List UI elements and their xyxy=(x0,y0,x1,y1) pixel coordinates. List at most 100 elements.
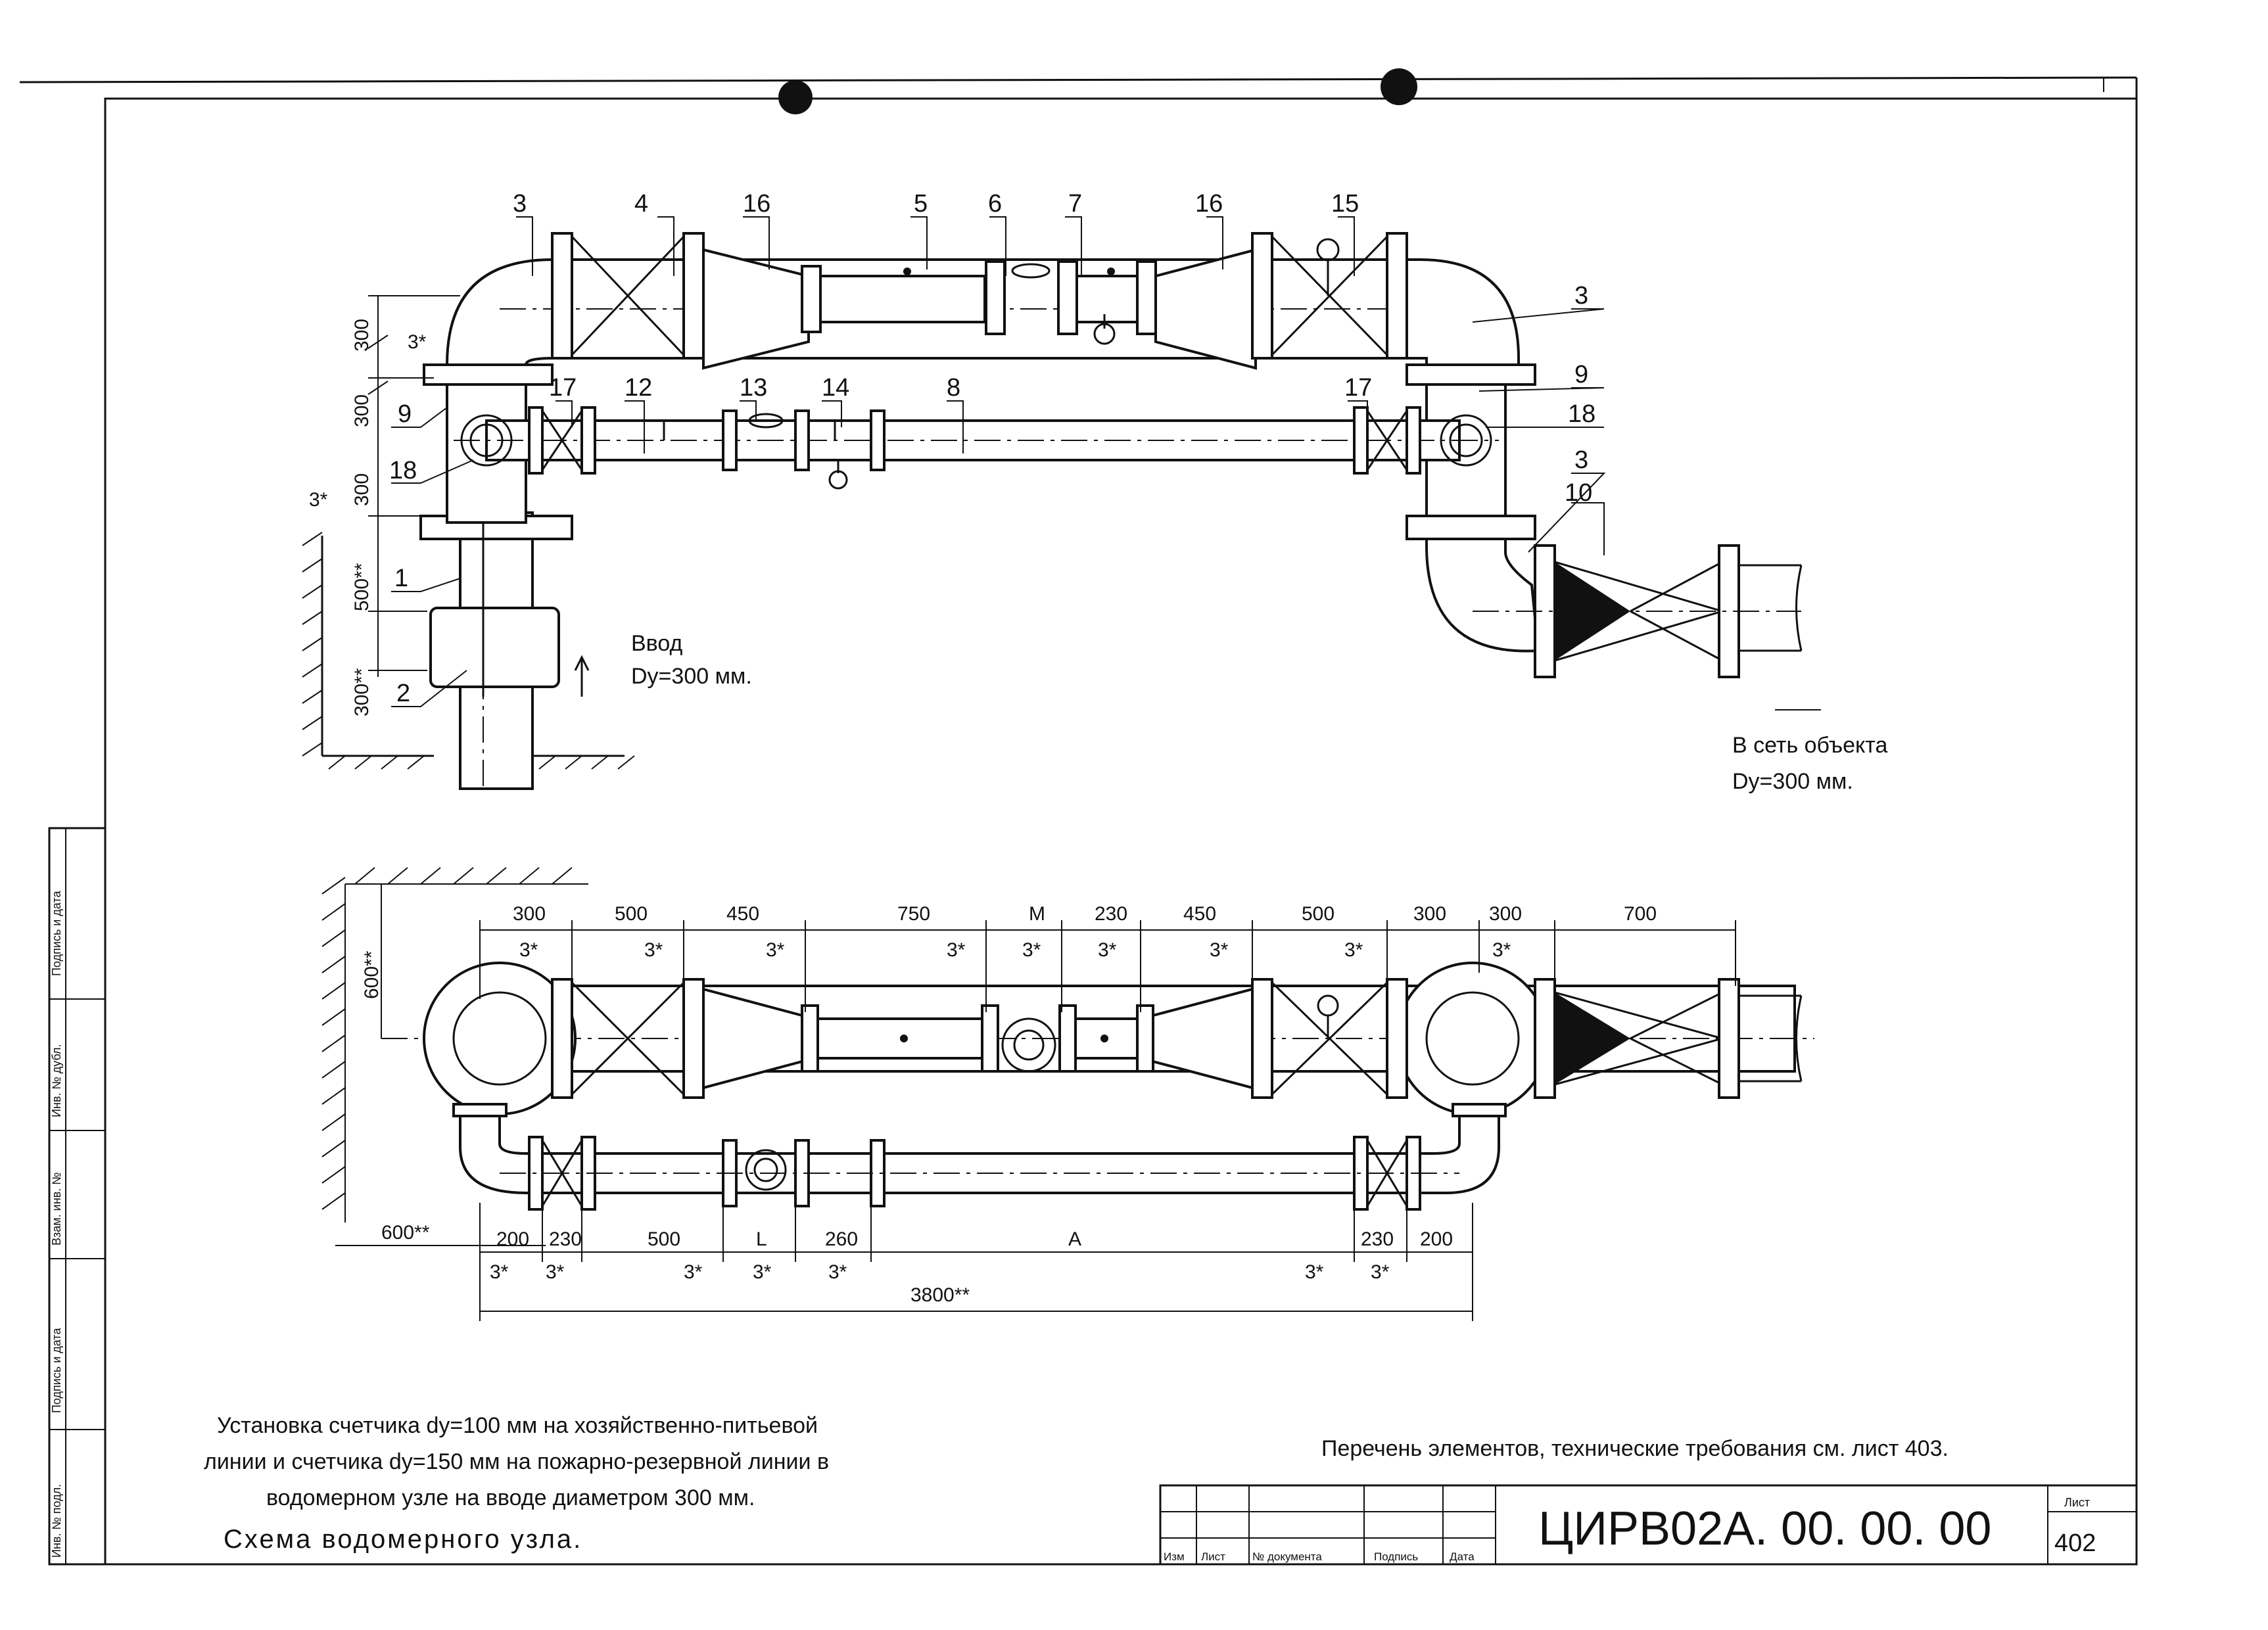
description-block: Установка счетчика dy=100 мм на хозяйств… xyxy=(204,1413,1949,1554)
pos-18-left: 18 xyxy=(389,457,417,484)
title-col-date: Дата xyxy=(1450,1550,1475,1563)
plan-view xyxy=(302,216,1821,790)
dim-top-8: 500 xyxy=(1302,903,1335,925)
gate-valve-upper-left xyxy=(551,232,705,360)
sym-top-1: 3* xyxy=(519,939,538,961)
sym-bottom-4: 3* xyxy=(753,1261,772,1283)
dim-top-7: 450 xyxy=(1183,903,1216,925)
dim-bottom-8: 200 xyxy=(1420,1228,1453,1250)
title-col-signature: Подпись xyxy=(1374,1550,1418,1563)
pos-2: 2 xyxy=(396,680,410,707)
sym-top-9: 3* xyxy=(1492,939,1511,961)
dim-bottom-2: 230 xyxy=(549,1228,582,1250)
sym-bottom-5: 3* xyxy=(828,1261,847,1283)
sym-top-2: 3* xyxy=(644,939,663,961)
gate-valve-upper-right xyxy=(1251,232,1408,360)
stamp-replacement-inv: Взам. инв. № xyxy=(50,1172,63,1246)
reference-note: Перечень элементов, технические требован… xyxy=(1321,1436,1949,1461)
dim-bottom-3: 500 xyxy=(648,1228,680,1250)
sym-3-plan-b: 3* xyxy=(309,489,328,511)
description-line-2: линии и счетчика dy=150 мм на пожарно-ре… xyxy=(204,1449,829,1474)
elbow-top-right xyxy=(1406,258,1520,366)
pos-17-left: 17 xyxy=(549,374,577,402)
elevation-riser-right xyxy=(1396,962,1549,1115)
dim-top-3: 450 xyxy=(726,903,759,925)
stamp-inv-original: Инв. № подл. xyxy=(50,1484,63,1558)
sym-top-5: 3* xyxy=(1022,939,1041,961)
pos-5: 5 xyxy=(914,190,928,218)
pos-9-right: 9 xyxy=(1574,361,1588,388)
dim-300-b: 300 xyxy=(351,394,373,427)
dim-bottom-4: L xyxy=(756,1228,767,1250)
pos-17-right: 17 xyxy=(1344,374,1372,402)
pos-15: 15 xyxy=(1331,190,1359,218)
dim-bottom-6: А xyxy=(1068,1228,1081,1250)
elevation-view xyxy=(321,867,1814,1321)
elevation-valve-left xyxy=(551,978,705,1099)
description-line-1: Установка счетчика dy=100 мм на хозяйств… xyxy=(217,1413,818,1438)
sym-top-4: 3* xyxy=(947,939,966,961)
sym-bottom-2: 3* xyxy=(546,1261,565,1283)
dim-top-6: 230 xyxy=(1095,903,1127,925)
dim-side-600: 600** xyxy=(361,950,383,999)
reducer-left xyxy=(702,248,810,370)
dim-top-11: 700 xyxy=(1624,903,1657,925)
dim-300-d: 300** xyxy=(351,668,373,716)
stamp-signature-date-1: Подпись и дата xyxy=(50,1328,63,1413)
dim-top-9: 300 xyxy=(1413,903,1446,925)
elevation-strainer-mesh xyxy=(1555,992,1630,1084)
pos-16-right: 16 xyxy=(1195,190,1223,218)
pos-9-left: 9 xyxy=(398,400,412,428)
dim-top-10: 300 xyxy=(1489,903,1522,925)
stamp-signature-date-2: Подпись и дата xyxy=(50,891,63,976)
pos-3-upper-left: 3 xyxy=(513,190,527,218)
pos-10: 10 xyxy=(1565,479,1592,507)
hole-punch-mark-left xyxy=(778,80,813,114)
drawing-title: Схема водомерного узла. xyxy=(224,1525,582,1554)
document-code: ЦИРВ02А. 00. 00. 00 xyxy=(1538,1502,1991,1555)
pos-3-upper-right: 3 xyxy=(1574,282,1588,310)
sheet-number: 402 xyxy=(2054,1529,2096,1557)
dim-top-2: 500 xyxy=(615,903,648,925)
dim-top-4: 750 xyxy=(897,903,930,925)
elevation-bypass xyxy=(459,1109,1500,1194)
title-block: Изм Лист № документа Подпись Дата ЦИРВ02… xyxy=(1159,1484,2138,1566)
left-upper-flange xyxy=(423,363,554,386)
description-line-3: водомерном узле на вводе диаметром 300 м… xyxy=(266,1485,755,1510)
sym-bottom-3: 3* xyxy=(684,1261,703,1283)
pos-1: 1 xyxy=(394,565,408,592)
title-col-change: Изм xyxy=(1164,1550,1185,1563)
pos-14: 14 xyxy=(822,374,849,402)
pos-8: 8 xyxy=(947,374,960,402)
outlet-diameter: Dy=300 мм. xyxy=(1732,769,1853,794)
dim-bottom-7: 230 xyxy=(1361,1228,1394,1250)
sym-top-8: 3* xyxy=(1344,939,1363,961)
pos-12: 12 xyxy=(625,374,652,402)
pos-3-lower-right: 3 xyxy=(1574,446,1588,474)
dim-bottom-5: 260 xyxy=(825,1228,858,1250)
dim-total-3800: 3800** xyxy=(910,1284,970,1306)
pos-6: 6 xyxy=(988,190,1002,218)
inlet-diameter: Dy=300 мм. xyxy=(631,664,752,689)
sym-top-7: 3* xyxy=(1210,939,1229,961)
pos-16-left: 16 xyxy=(743,190,770,218)
elevation-valve-right xyxy=(1251,978,1408,1099)
plan-position-labels: 3 4 16 5 6 7 16 15 3 9 18 3 10 9 18 1 2 … xyxy=(389,190,1595,707)
pos-7: 7 xyxy=(1068,190,1082,218)
dim-500: 500** xyxy=(351,563,373,611)
pos-4: 4 xyxy=(634,190,648,218)
bypass-valve-right xyxy=(1353,406,1421,475)
sym-bottom-6: 3* xyxy=(1305,1261,1324,1283)
sym-3-plan-a: 3* xyxy=(408,331,427,353)
sym-top-6: 3* xyxy=(1098,939,1117,961)
dim-left-600: 600** xyxy=(381,1222,430,1244)
side-stamp: Инв. № подл. Подпись и дата Взам. инв. №… xyxy=(48,827,106,1566)
dim-top-5: М xyxy=(1029,903,1045,925)
pos-18-right: 18 xyxy=(1568,400,1595,428)
wall-sleeve xyxy=(429,607,560,688)
elbow-outlet xyxy=(1425,538,1540,653)
stamp-duplicate-inv: Инв. № дубл. xyxy=(50,1044,63,1117)
plan-dimensions: 300 300 300 500** 300** 3* 3* xyxy=(309,319,427,716)
title-col-document: № документа xyxy=(1252,1550,1322,1563)
sheet-label: Лист xyxy=(2064,1496,2090,1509)
